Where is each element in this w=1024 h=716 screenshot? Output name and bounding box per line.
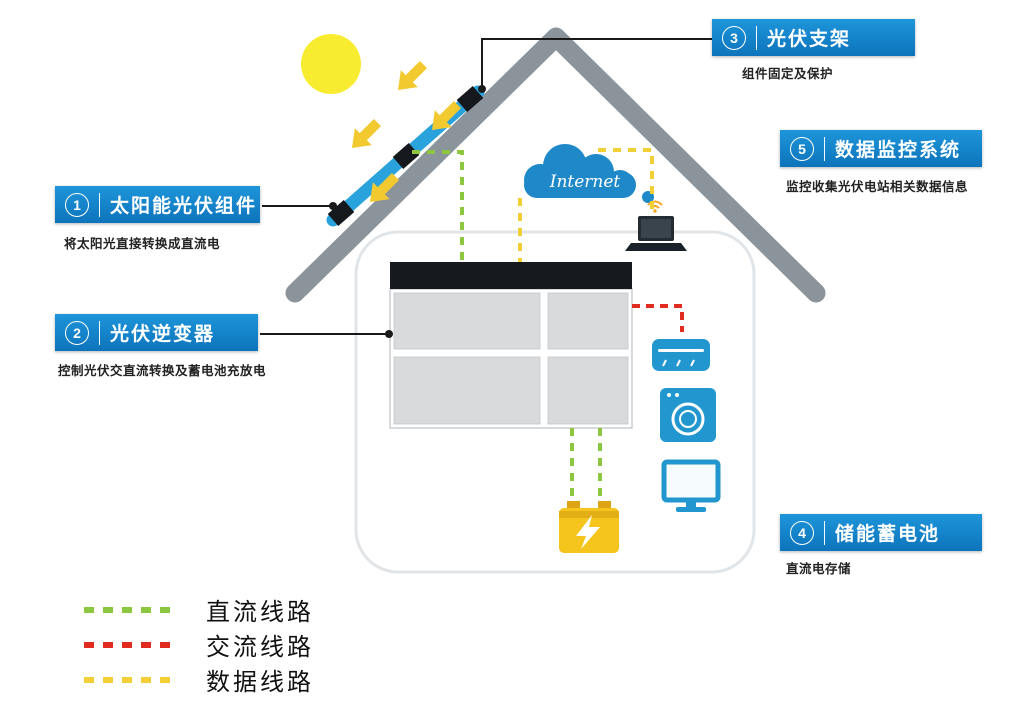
legend: 直流线路 交流线路 数据线路 [84,592,314,697]
roof [285,27,826,303]
label-box-inverter: 2 光伏逆变器 [55,314,258,351]
inverter [389,262,633,429]
inverter-top-bar [390,262,632,289]
cloud-label: Internet [549,172,621,192]
label-number: 1 [65,192,89,217]
label-divider [756,25,757,50]
label-box-solar-module: 1 太阳能光伏组件 [55,186,260,223]
sunray-arrows [352,61,461,202]
inverter-panel [393,292,541,350]
panel-mount [456,85,484,113]
dc-line-panel-to-inverter [412,150,464,262]
laptop-icon [625,200,687,251]
panel-mount [392,142,420,170]
sun-icon [301,34,361,94]
sunray-arrow-icon [432,101,461,130]
connector-line-bracket [481,38,712,86]
lightning-icon [576,515,600,549]
label-title: 光伏逆变器 [110,324,216,345]
legend-label-data-line: 数据线路 [206,668,314,696]
label-title: 光伏支架 [767,29,852,50]
legend-swatch-dc-line [84,606,176,613]
tv-icon [661,459,721,512]
label-number: 5 [790,136,814,161]
legend-item-data-line: 数据线路 [84,662,314,697]
inverter-panel [547,356,629,425]
legend-swatch-ac-line [84,641,176,648]
label-divider [99,320,100,345]
legend-label-ac-line: 交流线路 [206,633,314,661]
battery-icon [559,501,619,553]
panel-mount [327,199,355,227]
label-number: 2 [65,320,89,345]
legend-item-dc-line: 直流线路 [84,592,314,627]
label-box-monitor: 5 数据监控系统 [780,130,982,167]
label-desc-monitor: 监控收集光伏电站相关数据信息 [786,180,969,194]
sunray-arrow-icon [370,173,399,202]
legend-item-ac-line: 交流线路 [84,627,314,662]
label-desc-solar-module: 将太阳光直接转换成直流电 [64,237,221,251]
label-divider [99,192,100,217]
label-title: 太阳能光伏组件 [110,196,258,217]
label-title: 储能蓄电池 [835,524,941,545]
legend-swatch-data-line [84,676,176,683]
sunray-arrow-icon [352,119,381,148]
label-box-bracket: 3 光伏支架 [712,19,915,56]
label-divider [824,136,825,161]
label-number: 4 [790,520,814,545]
label-desc-battery: 直流电存储 [786,562,852,576]
label-desc-inverter: 控制光伏交直流转换及蓄电池充放电 [58,364,267,378]
washing-machine-icon [660,388,716,442]
inverter-panel [393,356,541,425]
callout-connectors [260,38,712,338]
inverter-panel [547,292,629,350]
legend-label-dc-line: 直流线路 [206,598,314,626]
label-title: 数据监控系统 [835,140,962,161]
label-number: 3 [722,25,746,50]
internet-cloud-icon: Internet [524,144,654,203]
data-line-cloud-to-laptop [598,148,654,214]
air-conditioner-icon [652,339,710,371]
label-divider [824,520,825,545]
label-desc-bracket: 组件固定及保护 [742,67,834,81]
ac-line-inverter-to-appliances [632,304,684,332]
sunray-arrow-icon [398,61,427,90]
label-box-battery: 4 储能蓄电池 [780,514,982,551]
wifi-icon [647,200,663,206]
